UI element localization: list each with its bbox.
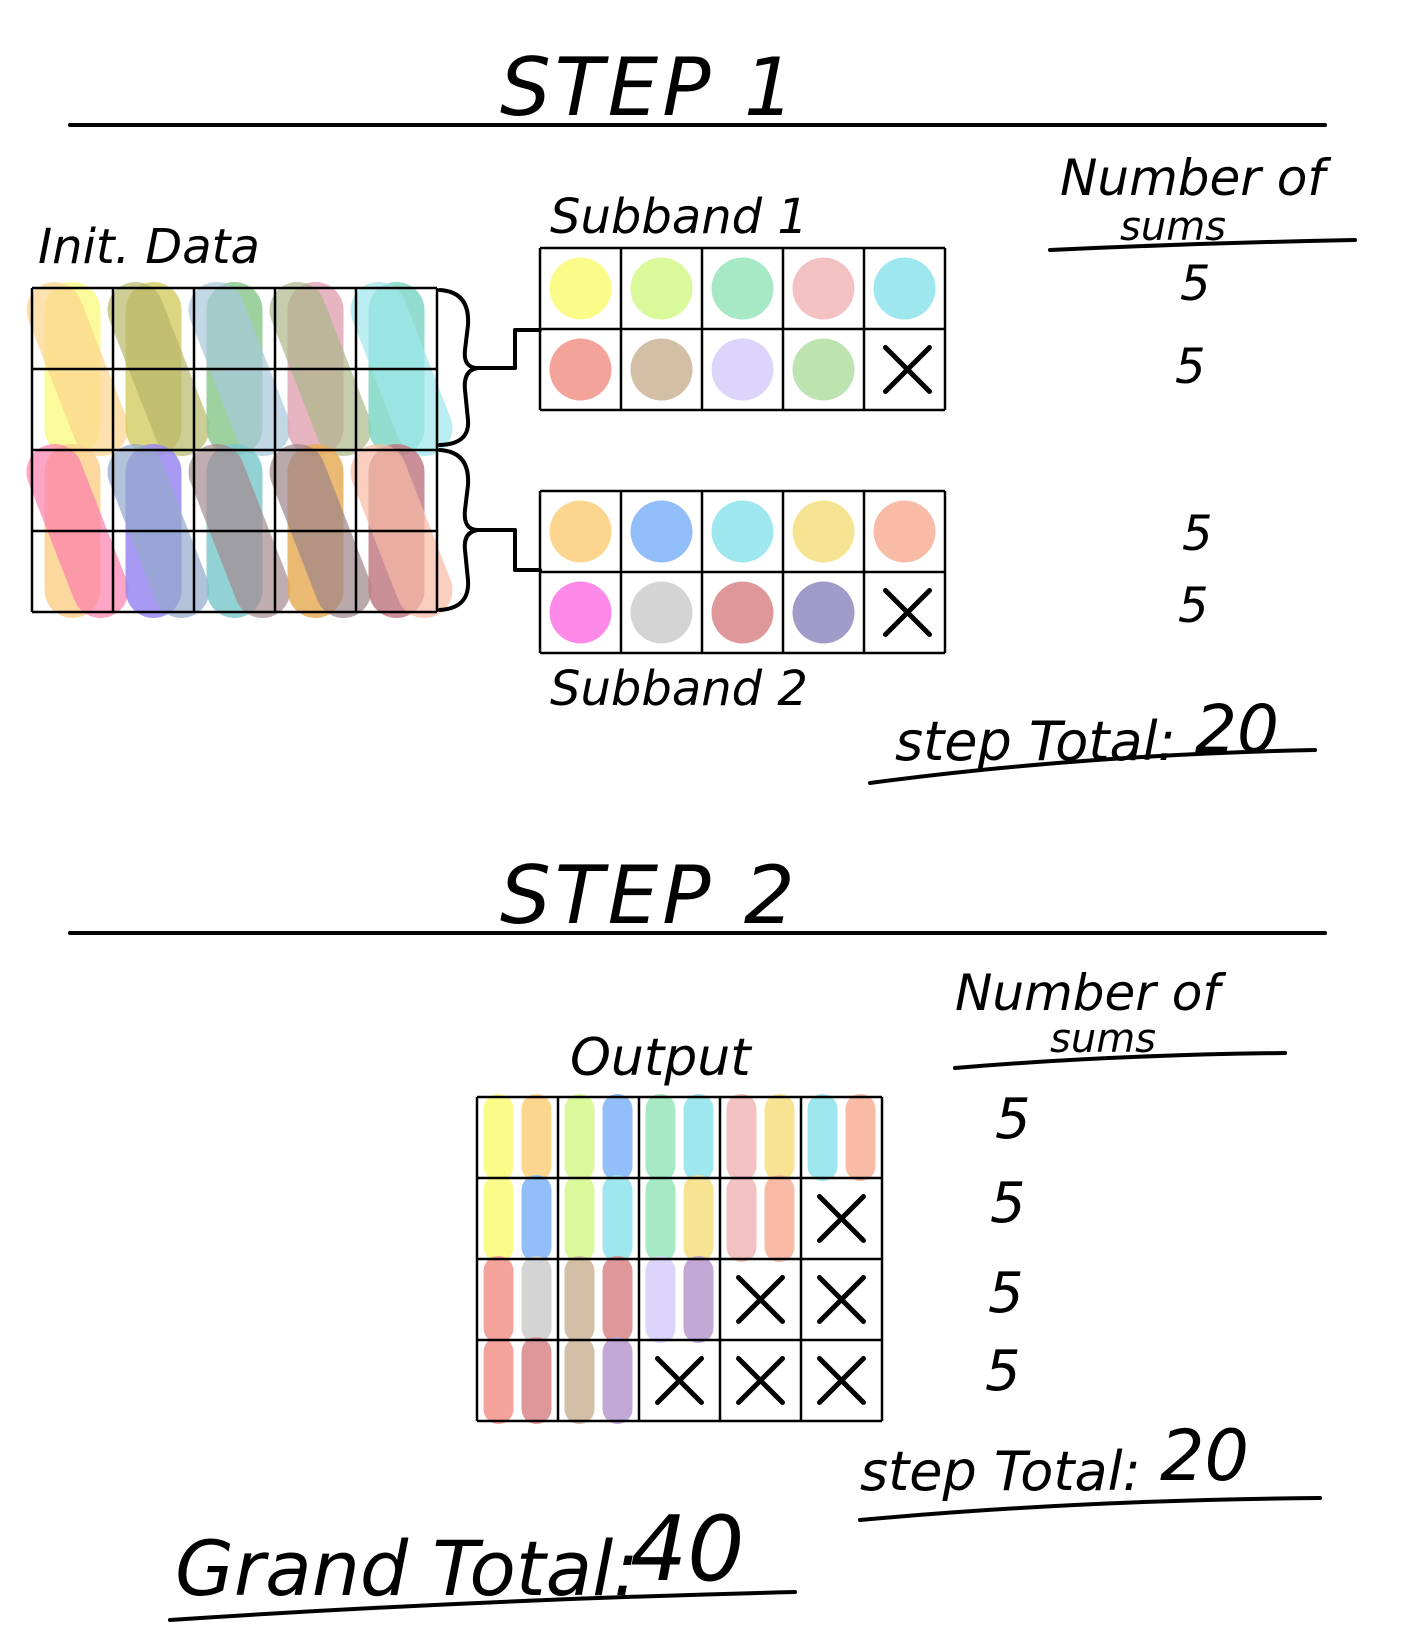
step1-sums-header-line1: Number of <box>1060 149 1331 207</box>
init-data-grid <box>26 282 453 618</box>
subband1-connector <box>476 328 542 370</box>
step1-sum-value: 5 <box>1175 339 1206 395</box>
output-empty-x <box>655 1356 704 1405</box>
step1-sums-underline <box>1048 238 1357 252</box>
subband2-dot <box>630 581 693 644</box>
step2-sum-value: 5 <box>988 1261 1024 1326</box>
step2-sum-value: 5 <box>990 1171 1026 1236</box>
grand-total-underline <box>168 1590 797 1622</box>
output-empty-x <box>817 1356 866 1405</box>
step2-total-label: step Total: <box>860 1440 1141 1503</box>
step1-total-underline <box>868 748 1317 785</box>
subband1-dot <box>549 338 612 401</box>
step1-sum-value: 5 <box>1178 578 1209 634</box>
step2-sums-header-line1: Number of <box>955 964 1226 1022</box>
step2-section: STEP 2 Output Number of sums 5 5 5 5 step T… <box>68 849 1327 1522</box>
step1-total-value: 20 <box>1195 691 1279 768</box>
subband1-dot <box>711 257 774 320</box>
subband1-label: Subband 1 <box>550 189 808 245</box>
step2-sum-value: 5 <box>985 1339 1021 1404</box>
grand-total-value: 40 <box>630 1497 745 1602</box>
grand-total-section: Grand Total: 40 <box>168 1497 797 1622</box>
step1-total-label: step Total: <box>895 710 1176 773</box>
subband1-dot <box>630 257 693 320</box>
subband2-connector <box>476 528 542 572</box>
subband1-dot <box>711 338 774 401</box>
step2-sums-underline <box>953 1051 1287 1070</box>
subband2-grid <box>538 489 947 655</box>
step2-total-underline <box>858 1496 1322 1522</box>
subband1-dot <box>792 338 855 401</box>
subband2-empty-x <box>883 588 932 637</box>
step2-total-value: 20 <box>1160 1415 1249 1497</box>
step1-sum-value: 5 <box>1182 506 1213 562</box>
subband2-dot <box>711 581 774 644</box>
subband2-dot <box>873 500 936 563</box>
subband1-dot <box>630 338 693 401</box>
subband2-dot <box>792 581 855 644</box>
output-empty-x <box>736 1275 785 1324</box>
subband2-dot <box>549 581 612 644</box>
subband1-dot <box>792 257 855 320</box>
output-empty-x <box>817 1275 866 1324</box>
step2-heading: STEP 2 <box>500 849 799 942</box>
step2-sum-value: 5 <box>995 1087 1031 1152</box>
step2-sums-header-line2: sums <box>1050 1016 1156 1062</box>
subband2-dot <box>711 500 774 563</box>
init-data-label: Init. Data <box>38 219 260 275</box>
subband1-empty-x <box>883 345 932 394</box>
step2-sums-column: 5 5 5 5 <box>985 1087 1031 1404</box>
step1-section: STEP 1 Init. Data Subband 1 Subband 2 Nu… <box>26 41 1357 785</box>
step1-sums-column: 5 5 5 5 <box>1175 256 1213 634</box>
step1-heading: STEP 1 <box>500 41 799 134</box>
subband1-dot <box>549 257 612 320</box>
subband2-dot <box>792 500 855 563</box>
step1-sum-value: 5 <box>1180 256 1211 312</box>
output-empty-x <box>817 1194 866 1243</box>
output-label: Output <box>570 1028 752 1088</box>
subband2-dot <box>630 500 693 563</box>
output-empty-x <box>736 1356 785 1405</box>
subband1-grid <box>538 246 947 412</box>
subband2-dot <box>549 500 612 563</box>
output-grid <box>475 1094 884 1424</box>
subband1-dot <box>873 257 936 320</box>
subband2-label: Subband 2 <box>550 661 808 717</box>
